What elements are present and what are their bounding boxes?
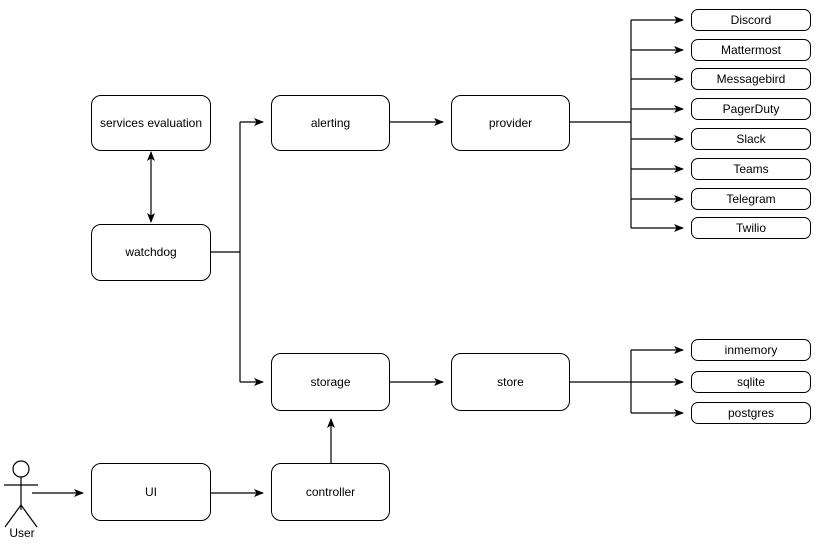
node-provider-pagerduty[interactable]: PagerDuty <box>691 98 811 120</box>
node-provider-pagerduty-label: PagerDuty <box>722 101 780 116</box>
node-provider-slack-label: Slack <box>736 131 766 146</box>
node-ui-label: UI <box>145 484 157 499</box>
node-provider-twilio[interactable]: Twilio <box>691 217 811 239</box>
node-store[interactable]: store <box>451 353 570 411</box>
node-provider-messagebird-label: Messagebird <box>716 71 786 86</box>
node-store-postgres[interactable]: postgres <box>691 402 811 424</box>
node-services-evaluation-label: services evaluation <box>99 115 203 130</box>
node-store-postgres-label: postgres <box>727 405 775 420</box>
node-alerting-label: alerting <box>310 115 351 130</box>
node-watchdog[interactable]: watchdog <box>91 224 211 281</box>
node-provider-teams[interactable]: Teams <box>691 158 811 180</box>
user-actor-figure <box>4 460 38 528</box>
node-provider-discord-label: Discord <box>730 12 772 27</box>
node-provider-messagebird[interactable]: Messagebird <box>691 68 811 90</box>
node-provider[interactable]: provider <box>451 95 570 151</box>
node-store-sqlite[interactable]: sqlite <box>691 371 811 393</box>
node-storage-label: storage <box>310 374 351 389</box>
node-store-label: store <box>497 374 524 389</box>
node-watchdog-label: watchdog <box>125 245 177 260</box>
node-store-inmemory[interactable]: inmemory <box>691 339 811 361</box>
node-provider-mattermost[interactable]: Mattermost <box>691 39 811 61</box>
node-provider-discord[interactable]: Discord <box>691 9 811 31</box>
node-provider-label: provider <box>488 115 533 130</box>
node-provider-telegram-label: Telegram <box>726 191 776 206</box>
node-provider-telegram[interactable]: Telegram <box>691 188 811 210</box>
user-actor-label: User <box>9 526 35 540</box>
node-store-inmemory-label: inmemory <box>724 342 778 357</box>
node-provider-mattermost-label: Mattermost <box>720 42 781 57</box>
node-services-evaluation[interactable]: services evaluation <box>91 95 211 151</box>
node-provider-slack[interactable]: Slack <box>691 128 811 150</box>
node-controller-label: controller <box>305 484 356 499</box>
node-alerting[interactable]: alerting <box>271 95 390 151</box>
node-controller[interactable]: controller <box>271 463 390 521</box>
node-provider-twilio-label: Twilio <box>735 220 766 235</box>
node-storage[interactable]: storage <box>271 353 390 411</box>
node-provider-teams-label: Teams <box>733 161 769 176</box>
node-store-sqlite-label: sqlite <box>736 374 765 389</box>
node-ui[interactable]: UI <box>91 463 211 521</box>
